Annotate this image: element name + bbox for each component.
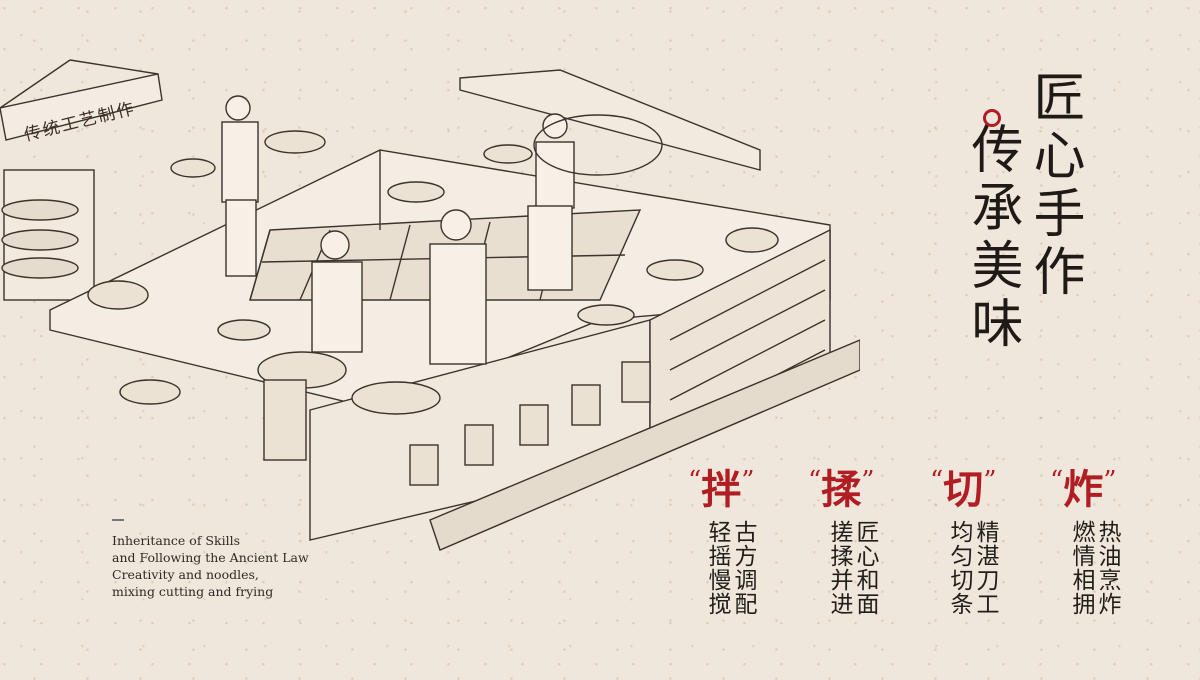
steamer-rack bbox=[1, 169, 95, 301]
keyword-char: 拌 bbox=[701, 466, 742, 513]
poem-mix: 古方调配 轻摇慢搅 bbox=[704, 520, 756, 616]
keyword-knead: “揉” bbox=[808, 457, 875, 515]
open-quote: “ bbox=[1050, 466, 1064, 496]
kitchen-illustration bbox=[0, 59, 860, 551]
open-quote: “ bbox=[930, 466, 944, 496]
caption-line: Creativity and noodles, bbox=[112, 567, 259, 582]
poem-line: 匠心和面 bbox=[852, 520, 878, 616]
cook-figures bbox=[221, 95, 575, 365]
keyword-mix: “拌” bbox=[688, 457, 755, 515]
poem-fry: 热油烹炸 燃情相拥 bbox=[1068, 520, 1120, 616]
poem-line: 古方调配 bbox=[730, 520, 756, 616]
open-quote: “ bbox=[808, 466, 822, 496]
poem-line: 搓揉并进 bbox=[826, 520, 852, 616]
poem-line: 轻摇慢搅 bbox=[704, 520, 730, 616]
poem-knead: 匠心和面 搓揉并进 bbox=[826, 520, 878, 616]
close-quote: ” bbox=[1103, 466, 1117, 496]
poem-line: 精湛刀工 bbox=[972, 520, 998, 616]
title-line-1: 匠心手作 bbox=[1024, 70, 1084, 302]
keyword-char: 揉 bbox=[821, 466, 862, 513]
title-line-2: 传承美味 bbox=[962, 122, 1022, 354]
poem-line: 均匀切条 bbox=[946, 520, 972, 616]
cookware bbox=[87, 114, 779, 461]
open-quote: “ bbox=[688, 466, 702, 496]
poem-line: 热油烹炸 bbox=[1094, 520, 1120, 616]
craft-sign-board bbox=[0, 59, 163, 141]
caption-divider bbox=[112, 519, 124, 521]
keyword-cut: “切” bbox=[930, 457, 997, 515]
caption-line: and Following the Ancient Law bbox=[112, 550, 309, 565]
keyword-char: 炸 bbox=[1063, 466, 1104, 513]
poem-line: 燃情相拥 bbox=[1068, 520, 1094, 616]
red-seal-dot bbox=[983, 109, 1001, 127]
close-quote: ” bbox=[983, 466, 997, 496]
caption-line: mixing cutting and frying bbox=[112, 584, 274, 599]
poem-cut: 精湛刀工 均匀切条 bbox=[946, 520, 998, 616]
close-quote: ” bbox=[741, 466, 755, 496]
keyword-fry: “炸” bbox=[1050, 457, 1117, 515]
close-quote: ” bbox=[861, 466, 875, 496]
keyword-char: 切 bbox=[943, 466, 984, 513]
english-caption: Inheritance of Skills and Following the … bbox=[112, 532, 342, 600]
caption-line: Inheritance of Skills bbox=[112, 533, 240, 548]
